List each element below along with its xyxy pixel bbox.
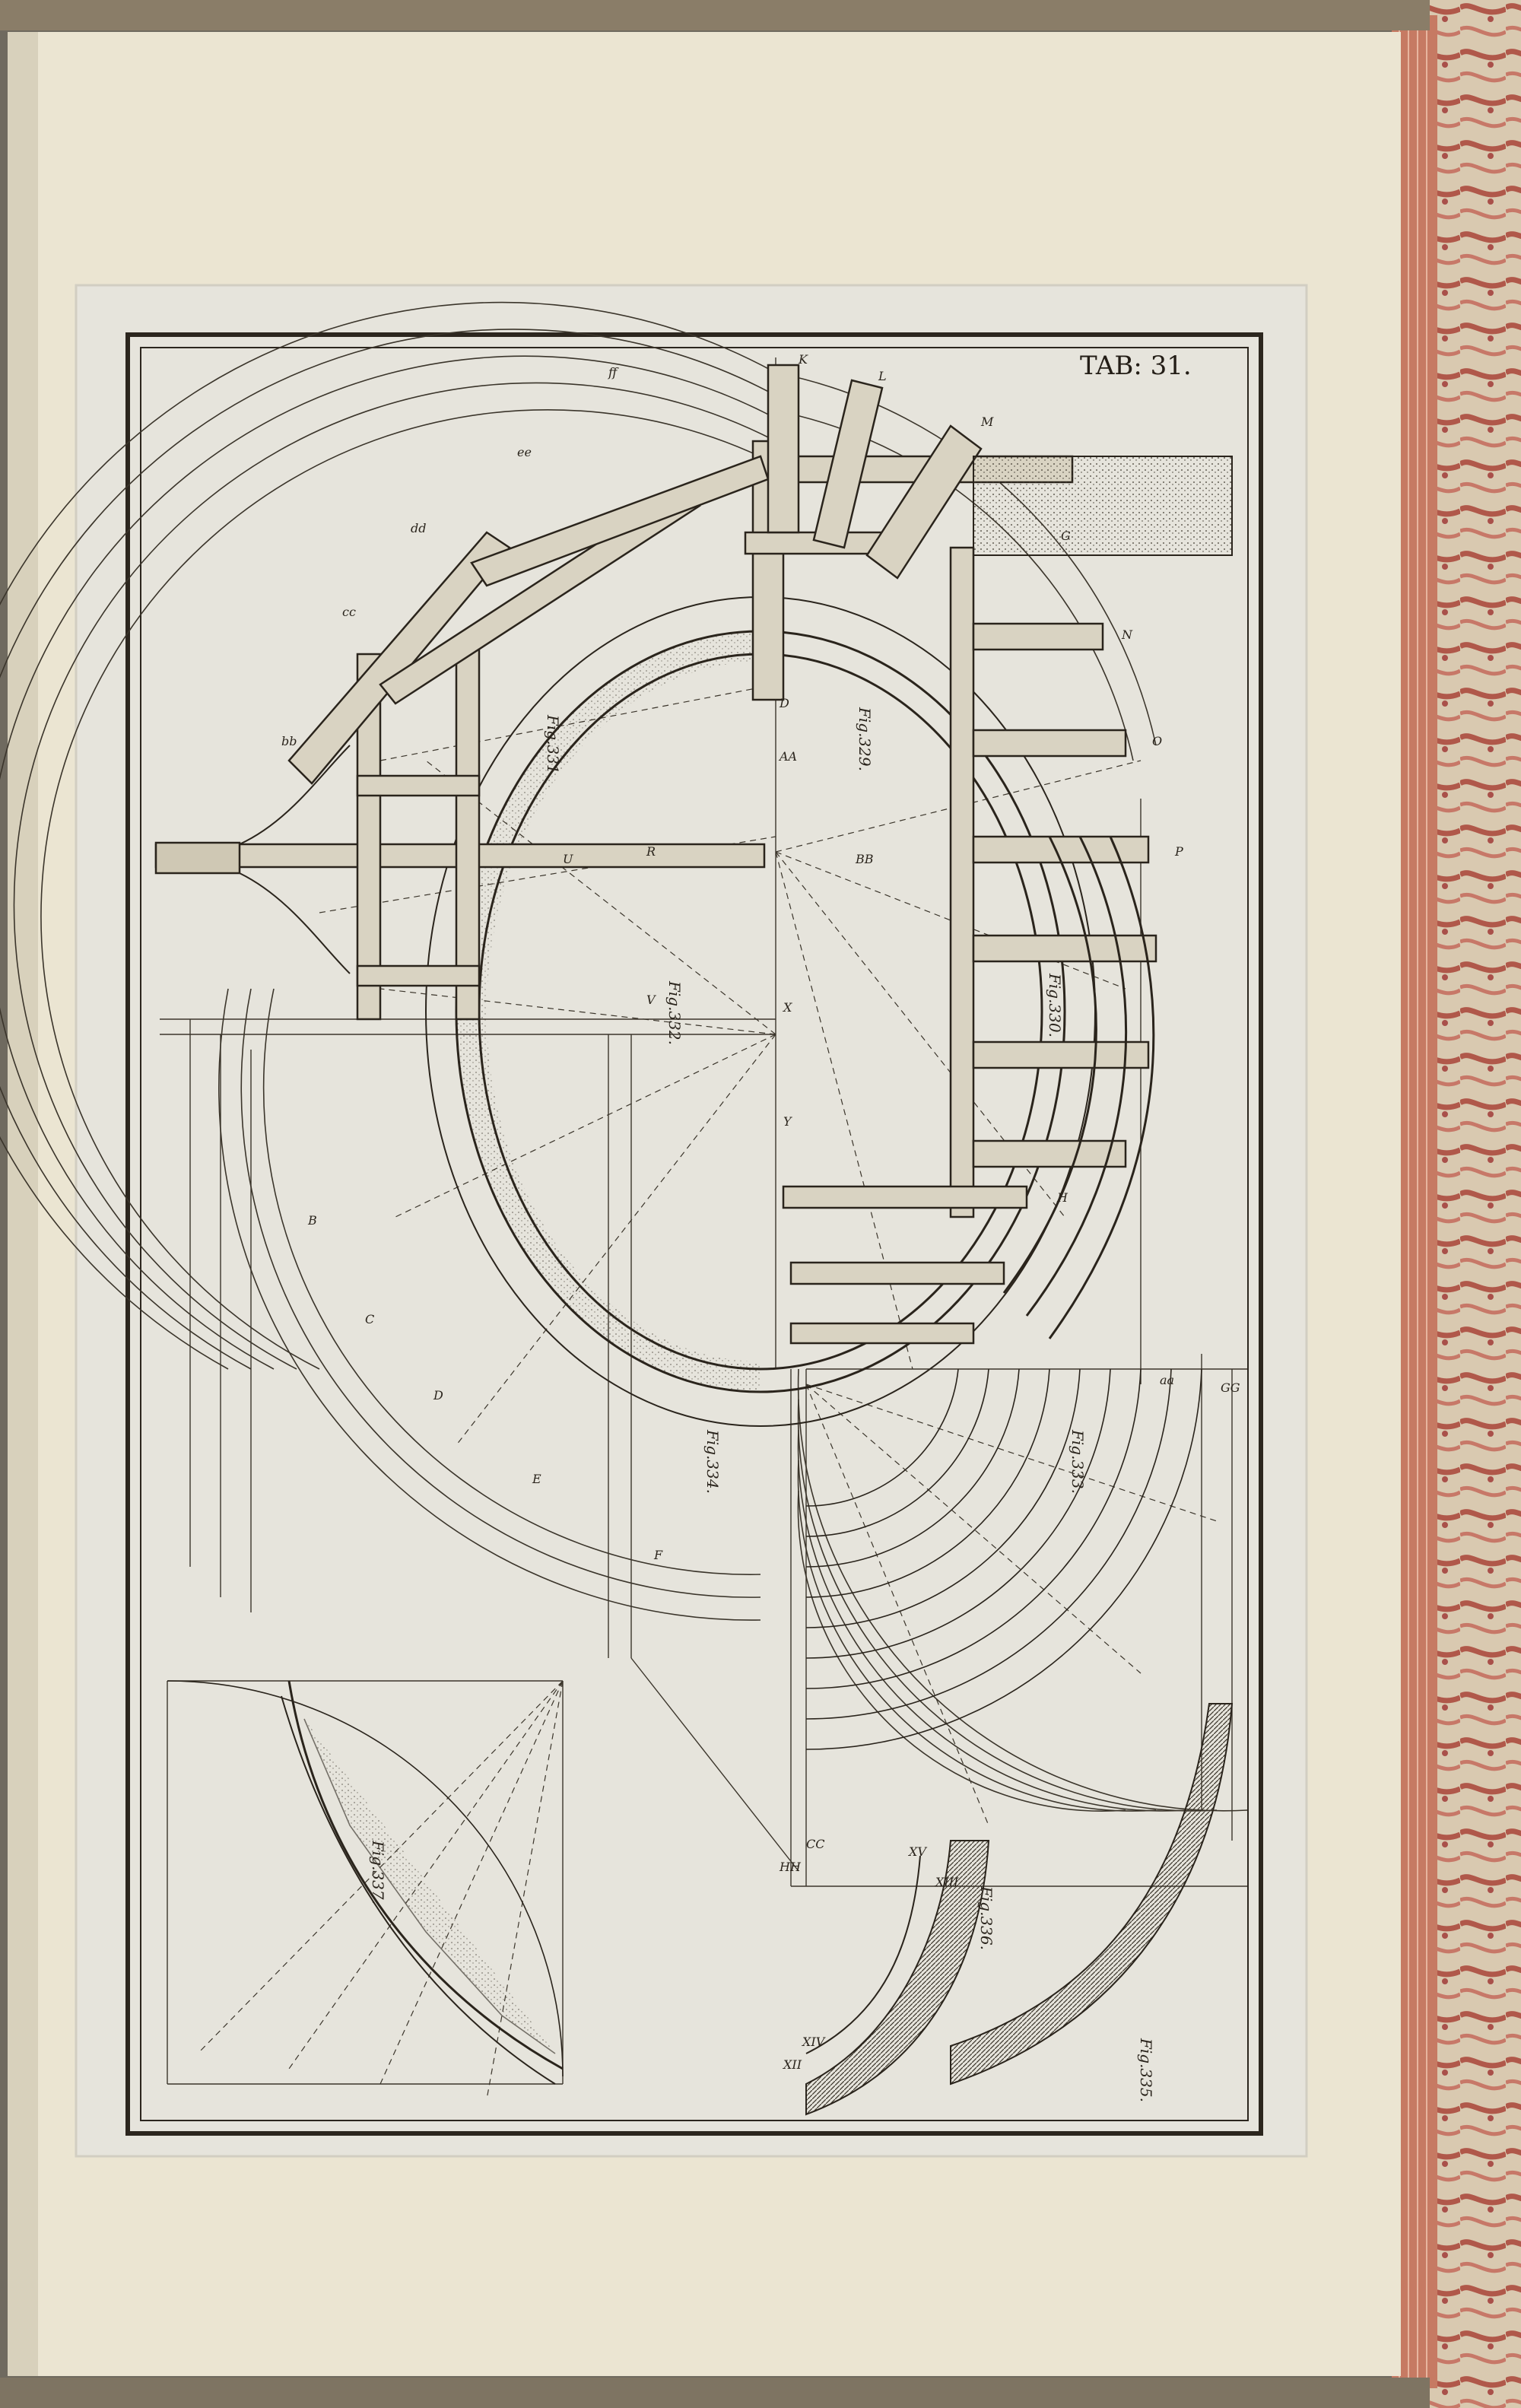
plate-impression (75, 284, 1308, 2158)
letter-X: X (782, 1000, 792, 1015)
plate-outer-border (125, 332, 1263, 2136)
letter-R: R (646, 844, 656, 859)
letter-CC: CC (806, 1837, 824, 1851)
letter-cc: cc (342, 605, 356, 619)
point-letters: K L M G N O P D U R V X Y BB AA B C D E … (281, 352, 1240, 2072)
letter-ee: ee (517, 445, 532, 459)
letter-U: U (563, 852, 573, 866)
letter-XV: XV (907, 1844, 927, 1859)
letter-XIV: XIV (801, 2035, 826, 2049)
plate-inner-border (140, 347, 1249, 2121)
letter-D-top: D (779, 696, 789, 710)
letter-XII: XII (782, 2057, 802, 2072)
letter-Y: Y (783, 1114, 792, 1129)
letter-D: D (433, 1388, 443, 1403)
marbled-cover (1430, 0, 1521, 2408)
letter-K: K (798, 352, 808, 367)
letter-F: F (653, 1548, 663, 1562)
letter-H: H (1056, 1190, 1069, 1205)
letter-L: L (878, 369, 887, 383)
letter-C: C (365, 1312, 374, 1326)
truss-timbers (154, 440, 914, 1021)
projecting-beams (767, 364, 983, 580)
letter-GG: GG (1221, 1380, 1240, 1395)
finial-pendant (239, 745, 351, 974)
letter-M: M (980, 415, 994, 429)
rib-lower-band (456, 1012, 760, 1392)
fig-caption-329: Fig.329. (856, 707, 874, 771)
letter-V: V (646, 993, 656, 1007)
letter-XIII: XIII (934, 1875, 959, 1889)
fig-caption-331: Fig.331. (544, 714, 562, 779)
bottom-cover-edge (0, 2378, 1430, 2408)
gutter-shadow (8, 32, 38, 2376)
plate-number-label: TAB: 31. (1080, 351, 1192, 381)
letter-dd: dd (411, 521, 426, 535)
fig-caption-332: Fig.332. (665, 980, 684, 1045)
letter-P: P (1174, 844, 1183, 859)
rib-stipple-band (456, 631, 760, 1012)
finial-post (154, 841, 241, 875)
fig-336-hatched-arc (805, 1840, 990, 2116)
letter-E: E (532, 1472, 541, 1486)
fig-caption-336: Fig.336. (977, 1885, 995, 1950)
wall-section (973, 456, 1233, 556)
fig-337-diagram (167, 1680, 564, 2085)
letter-O: O (1152, 734, 1162, 748)
fig-caption-333: Fig.333. (1069, 1429, 1087, 1494)
letter-BB: BB (855, 852, 874, 866)
letter-bb: bb (281, 734, 297, 748)
fig-336-inner-arc (805, 1855, 921, 2054)
lower-rib-curve (1002, 836, 1155, 1339)
letter-HH: HH (779, 1860, 802, 1874)
top-cover-edge (0, 0, 1430, 30)
fig-333-334-arcs (805, 1368, 1202, 1750)
fig-caption-335: Fig.335. (1137, 2038, 1155, 2102)
letter-N: N (1121, 627, 1133, 642)
letter-G: G (1061, 529, 1071, 543)
fig-caption-334: Fig.334. (703, 1429, 722, 1494)
fig-caption-330: Fig.330. (1046, 973, 1064, 1037)
letter-AA: AA (778, 749, 797, 764)
figure-captions: Fig.331. Fig.329. Fig.332. Fig.330. Fig.… (369, 707, 1155, 2102)
letter-B: B (307, 1213, 317, 1228)
fig-caption-337: Fig.337. (369, 1840, 387, 1904)
letter-ff: ff (608, 365, 619, 380)
fig-335-hatched-arc (950, 1703, 1234, 2086)
construction-arcs (0, 301, 1248, 1812)
letter-aa: aa (1160, 1373, 1174, 1387)
